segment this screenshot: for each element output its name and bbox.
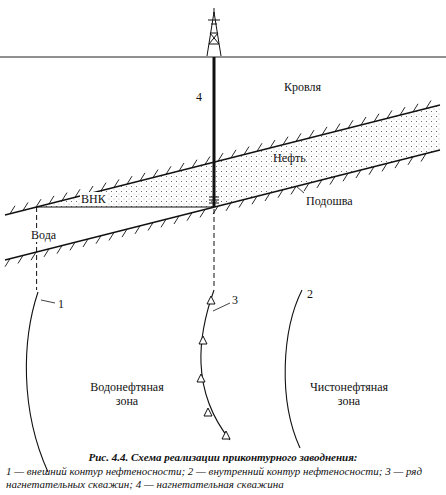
legend-note: 1 — внешний контур нефтеносности; 2 — вн… — [6, 465, 440, 491]
derrick-symbol — [207, 8, 221, 56]
callout-number: 1 — [57, 297, 65, 311]
roof-line — [5, 105, 440, 215]
projection-line — [214, 209, 215, 288]
zone-label: Водонефтяная зона — [78, 380, 176, 408]
leader-line — [296, 186, 304, 193]
outer-contour — [26, 292, 48, 472]
zone-label: Чистонефтяная зона — [300, 380, 398, 408]
hatching — [5, 101, 431, 267]
projection-line — [36, 207, 37, 290]
part-label: Кровля — [283, 80, 322, 94]
ground-line — [0, 57, 446, 58]
figure-caption: Рис. 4.4. Схема реализации приконтурного… — [6, 451, 440, 464]
inner-contour — [285, 290, 302, 448]
injection-row — [201, 290, 230, 440]
owc-line — [37, 207, 214, 208]
part-label: Вода — [30, 228, 57, 242]
callout-number: 3 — [231, 293, 239, 307]
callout-number: 4 — [195, 90, 203, 104]
part-label: Подошва — [305, 194, 354, 208]
bottom-line — [5, 150, 440, 260]
callout-number: 2 — [306, 287, 314, 301]
perforation — [209, 197, 219, 203]
leader-line — [41, 300, 55, 303]
injection-well-triangle — [197, 296, 230, 439]
part-label: ВНК — [80, 192, 107, 206]
leader-line — [213, 303, 230, 311]
part-label: Нефть — [272, 151, 307, 165]
injection-well — [213, 57, 216, 207]
